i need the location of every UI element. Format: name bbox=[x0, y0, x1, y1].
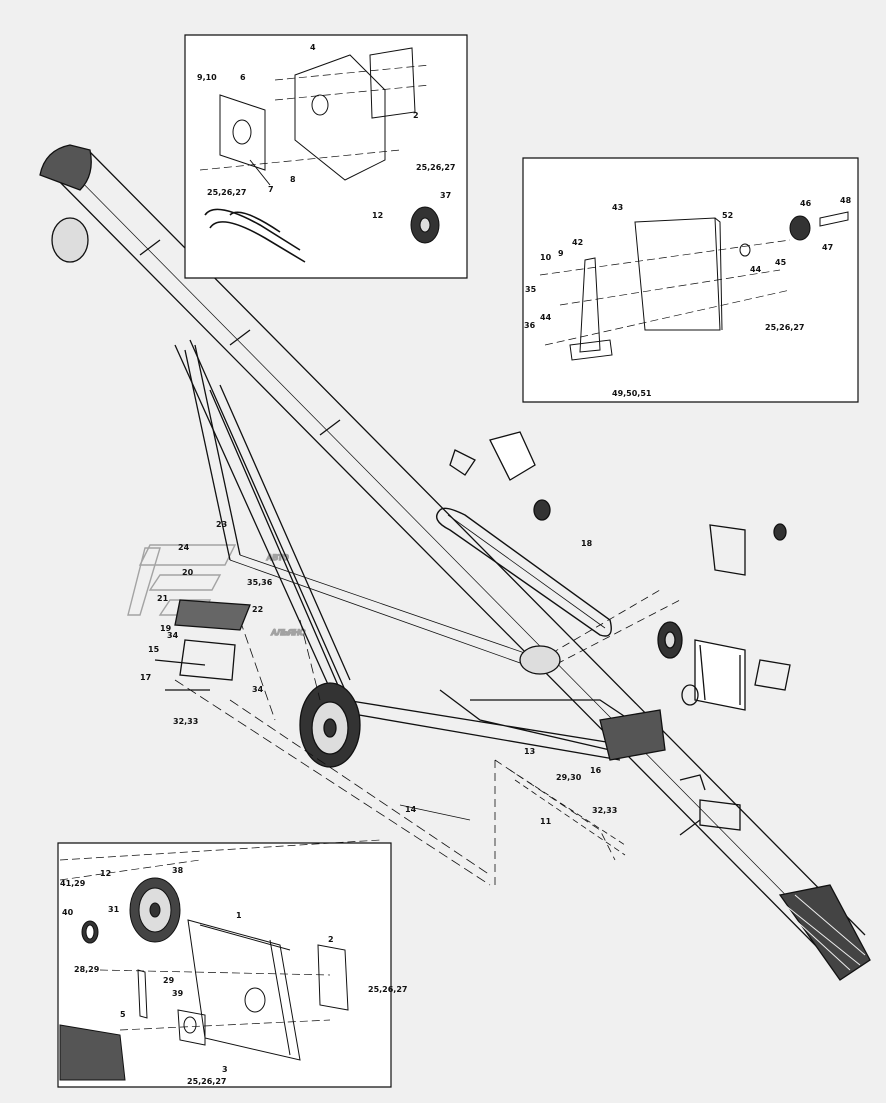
inset-top: 9,10 6 4 2 25,26,27 25,26,27 7 8 12 37 bbox=[184, 34, 468, 279]
main-label-12: 18 bbox=[581, 539, 593, 548]
top-label-6: 7 bbox=[268, 185, 274, 194]
bottom-label-6: 2 bbox=[328, 935, 334, 944]
main-label-5: 22 bbox=[252, 605, 263, 614]
bottom-label-3: 31 bbox=[108, 905, 120, 914]
main-label-3: 35,36 bbox=[247, 578, 273, 587]
wheel bbox=[299, 682, 361, 768]
top-label-8: 12 bbox=[372, 211, 383, 220]
main-label-2: 20 bbox=[182, 568, 194, 577]
bottom-label-2: 41,29 bbox=[60, 879, 86, 888]
right-label-13: 25,26,27 bbox=[765, 323, 804, 332]
right-label-11: 45 bbox=[775, 258, 787, 267]
main-label-16: 16 bbox=[590, 766, 602, 775]
top-label-7: 8 bbox=[290, 175, 296, 184]
main-label-7: 34 bbox=[167, 631, 179, 640]
right-label-1: 52 bbox=[722, 211, 733, 220]
top-label-3: 2 bbox=[413, 111, 419, 120]
main-label-15: 29,30 bbox=[556, 773, 582, 782]
bottom-label-13: 25,26,27 bbox=[187, 1077, 226, 1086]
bottom-label-8: 29 bbox=[163, 976, 175, 985]
watermark-line2: АЛЬЯНС bbox=[270, 628, 306, 637]
right-label-8: 44 bbox=[540, 313, 552, 322]
bottom-label-5: 1 bbox=[236, 911, 242, 920]
auger-assembly bbox=[39, 144, 871, 981]
watermark: АВТО АЛЬЯНС bbox=[127, 544, 307, 638]
right-label-6: 9 bbox=[558, 249, 564, 258]
intake-cage bbox=[778, 884, 871, 981]
main-label-13: 14 bbox=[405, 805, 417, 814]
bottom-label-12: 25,26,27 bbox=[368, 985, 407, 994]
bottom-label-0: 12 bbox=[100, 869, 111, 878]
inset-bottom: 12 38 41,29 31 40 1 2 28,29 29 5 39 3 25… bbox=[57, 839, 407, 1088]
right-label-12: 47 bbox=[822, 243, 833, 252]
main-label-11: 32,33 bbox=[173, 717, 198, 726]
right-label-2: 46 bbox=[800, 199, 812, 208]
inset-right: 43 52 46 48 42 10 9 35 44 36 44 45 47 25… bbox=[522, 157, 859, 403]
bottom-label-10: 39 bbox=[172, 989, 184, 998]
main-labels: 23 24 20 35,36 21 22 19 34 15 17 34 32,3… bbox=[140, 520, 617, 826]
right-label-0: 43 bbox=[612, 203, 623, 212]
main-label-10: 34 bbox=[252, 685, 264, 694]
top-label-9: 37 bbox=[440, 191, 451, 200]
main-label-18: 11 bbox=[540, 817, 552, 826]
right-label-4: 42 bbox=[572, 238, 583, 247]
main-label-0: 23 bbox=[216, 520, 227, 529]
main-label-9: 17 bbox=[140, 673, 151, 682]
bottom-label-7: 28,29 bbox=[74, 965, 100, 974]
right-label-5: 10 bbox=[540, 253, 552, 262]
bottom-label-9: 5 bbox=[120, 1010, 126, 1019]
main-label-8: 15 bbox=[148, 645, 160, 654]
right-label-14: 49,50,51 bbox=[612, 389, 652, 398]
watermark-line1: АВТО bbox=[266, 553, 289, 562]
right-label-10: 44 bbox=[750, 265, 762, 274]
right-label-7: 35 bbox=[525, 285, 537, 294]
bottom-label-11: 3 bbox=[222, 1065, 228, 1074]
top-label-2: 4 bbox=[310, 43, 316, 52]
bottom-label-1: 38 bbox=[172, 866, 184, 875]
main-label-17: 32,33 bbox=[592, 806, 617, 815]
right-label-9: 36 bbox=[524, 321, 536, 330]
top-label-1: 6 bbox=[240, 73, 246, 82]
right-label-3: 48 bbox=[840, 196, 852, 205]
main-label-4: 21 bbox=[157, 594, 169, 603]
main-label-6: 19 bbox=[160, 624, 172, 633]
top-label-0: 9,10 bbox=[197, 73, 217, 82]
top-label-5: 25,26,27 bbox=[207, 188, 246, 197]
main-label-1: 24 bbox=[178, 543, 190, 552]
bottom-label-4: 40 bbox=[62, 908, 74, 917]
main-label-14: 13 bbox=[524, 747, 535, 756]
top-label-4: 25,26,27 bbox=[416, 163, 455, 172]
